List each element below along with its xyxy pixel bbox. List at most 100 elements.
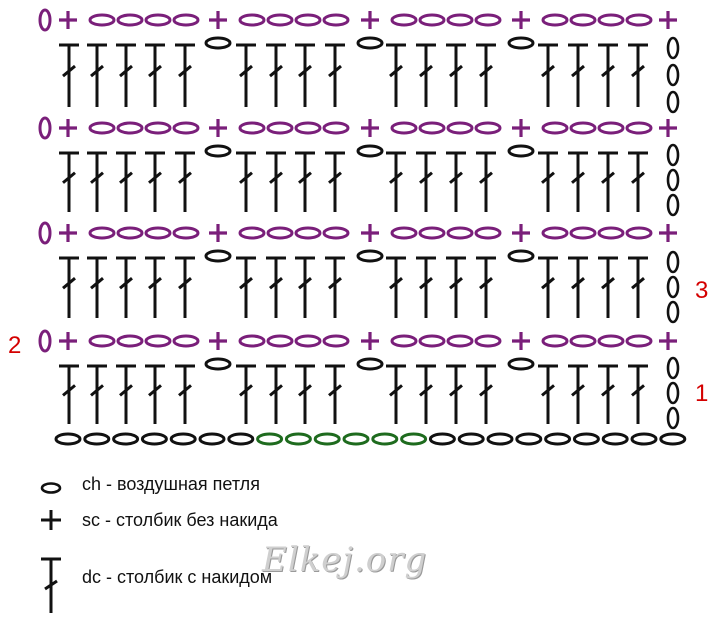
double-crochet-stitch xyxy=(269,384,283,397)
double-crochet-stitch xyxy=(541,64,555,78)
double-crochet-stitch xyxy=(571,171,585,184)
chain-stitch xyxy=(266,226,294,240)
double-crochet-stitch xyxy=(148,64,162,78)
double-crochet-stitch xyxy=(479,64,493,78)
chain-stitch xyxy=(625,334,653,348)
turning-chain-right xyxy=(666,63,680,87)
chain-stitch xyxy=(569,334,597,348)
double-crochet-stitch xyxy=(119,277,133,290)
single-crochet-symbol-icon xyxy=(41,510,61,530)
double-crochet-stitch xyxy=(298,277,312,290)
double-crochet-stitch xyxy=(90,384,104,397)
turning-chain-right xyxy=(666,275,680,299)
chain-stitch xyxy=(597,13,625,27)
chain-stitch xyxy=(507,36,535,50)
double-crochet-stitch xyxy=(419,64,433,78)
turning-chain-right xyxy=(666,356,680,380)
double-crochet-stitch xyxy=(328,277,342,290)
double-crochet-stitch xyxy=(178,171,192,184)
chain-stitch xyxy=(116,226,144,240)
foundation-chain-stitch xyxy=(342,432,370,446)
chain-stitch xyxy=(446,334,474,348)
turning-chain-right xyxy=(666,90,680,114)
double-crochet-stitch xyxy=(541,171,555,184)
chain-stitch xyxy=(144,121,172,135)
chain-stitch xyxy=(390,334,418,348)
foundation-chain-stitch xyxy=(486,432,514,446)
double-crochet-stitch xyxy=(389,277,403,290)
chain-stitch xyxy=(294,121,322,135)
double-crochet-stitch xyxy=(419,384,433,397)
double-crochet-stitch xyxy=(298,171,312,184)
turning-chain-right xyxy=(666,300,680,324)
chain-stitch xyxy=(266,13,294,27)
double-crochet-stitch xyxy=(178,384,192,397)
chain-stitch xyxy=(88,334,116,348)
chain-stitch xyxy=(507,357,535,371)
legend-label-ch: ch - воздушная петля xyxy=(82,474,260,494)
chain-stitch xyxy=(322,334,350,348)
legend-item-sc: sc - столбик без накида xyxy=(0,500,440,540)
foundation-chain-stitch xyxy=(112,432,140,446)
double-crochet-stitch xyxy=(571,277,585,290)
foundation-chain-stitch xyxy=(572,432,600,446)
chain-stitch xyxy=(418,334,446,348)
double-crochet-stitch xyxy=(90,64,104,78)
chain-stitch xyxy=(390,13,418,27)
chain-stitch xyxy=(541,334,569,348)
double-crochet-symbol-icon xyxy=(41,557,61,613)
turning-chain-right xyxy=(666,406,680,430)
foundation-chain-stitch xyxy=(515,432,543,446)
row-number-1: 1 xyxy=(695,380,709,407)
chain-stitch xyxy=(238,334,266,348)
double-crochet-stitch xyxy=(328,171,342,184)
chain-stitch xyxy=(204,357,232,371)
double-crochet-stitch xyxy=(239,384,253,397)
legend-item-ch: ch - воздушная петля xyxy=(0,468,440,508)
double-crochet-stitch xyxy=(178,64,192,78)
chain-stitch xyxy=(474,334,502,348)
double-crochet-stitch xyxy=(631,171,645,184)
chain-stitch xyxy=(356,36,384,50)
turning-chain-right xyxy=(666,36,680,60)
double-crochet-stitch xyxy=(419,171,433,184)
foundation-chain-stitch xyxy=(601,432,629,446)
double-crochet-stitch xyxy=(178,277,192,290)
double-crochet-stitch xyxy=(298,64,312,78)
chain-stitch xyxy=(144,226,172,240)
turning-chain-right xyxy=(666,143,680,167)
chain-stitch xyxy=(172,13,200,27)
chain-stitch xyxy=(172,121,200,135)
turning-chain-left xyxy=(38,116,52,140)
turning-chain-left xyxy=(38,8,52,32)
double-crochet-stitch xyxy=(119,171,133,184)
turning-chain-left xyxy=(38,329,52,353)
double-crochet-stitch xyxy=(269,277,283,290)
chain-stitch xyxy=(144,13,172,27)
chain-stitch xyxy=(446,121,474,135)
foundation-chain-stitch xyxy=(169,432,197,446)
foundation-chain-stitch xyxy=(544,432,572,446)
chain-stitch xyxy=(541,13,569,27)
chain-stitch xyxy=(418,226,446,240)
legend-item-dc: dc - столбик с накидом xyxy=(0,555,440,617)
chain-stitch xyxy=(88,13,116,27)
chain-stitch xyxy=(507,249,535,263)
double-crochet-stitch xyxy=(90,277,104,290)
chain-stitch xyxy=(625,13,653,27)
chain-stitch xyxy=(204,144,232,158)
chain-stitch xyxy=(474,226,502,240)
chain-stitch xyxy=(418,121,446,135)
turning-chain-right xyxy=(666,250,680,274)
double-crochet-stitch xyxy=(601,64,615,78)
double-crochet-stitch xyxy=(119,64,133,78)
double-crochet-stitch xyxy=(601,384,615,397)
chain-stitch xyxy=(390,121,418,135)
double-crochet-stitch xyxy=(389,384,403,397)
watermark: Elkej.org xyxy=(262,540,428,580)
double-crochet-stitch xyxy=(62,277,76,290)
chain-stitch xyxy=(446,13,474,27)
double-crochet-stitch xyxy=(239,277,253,290)
chain-stitch xyxy=(322,13,350,27)
